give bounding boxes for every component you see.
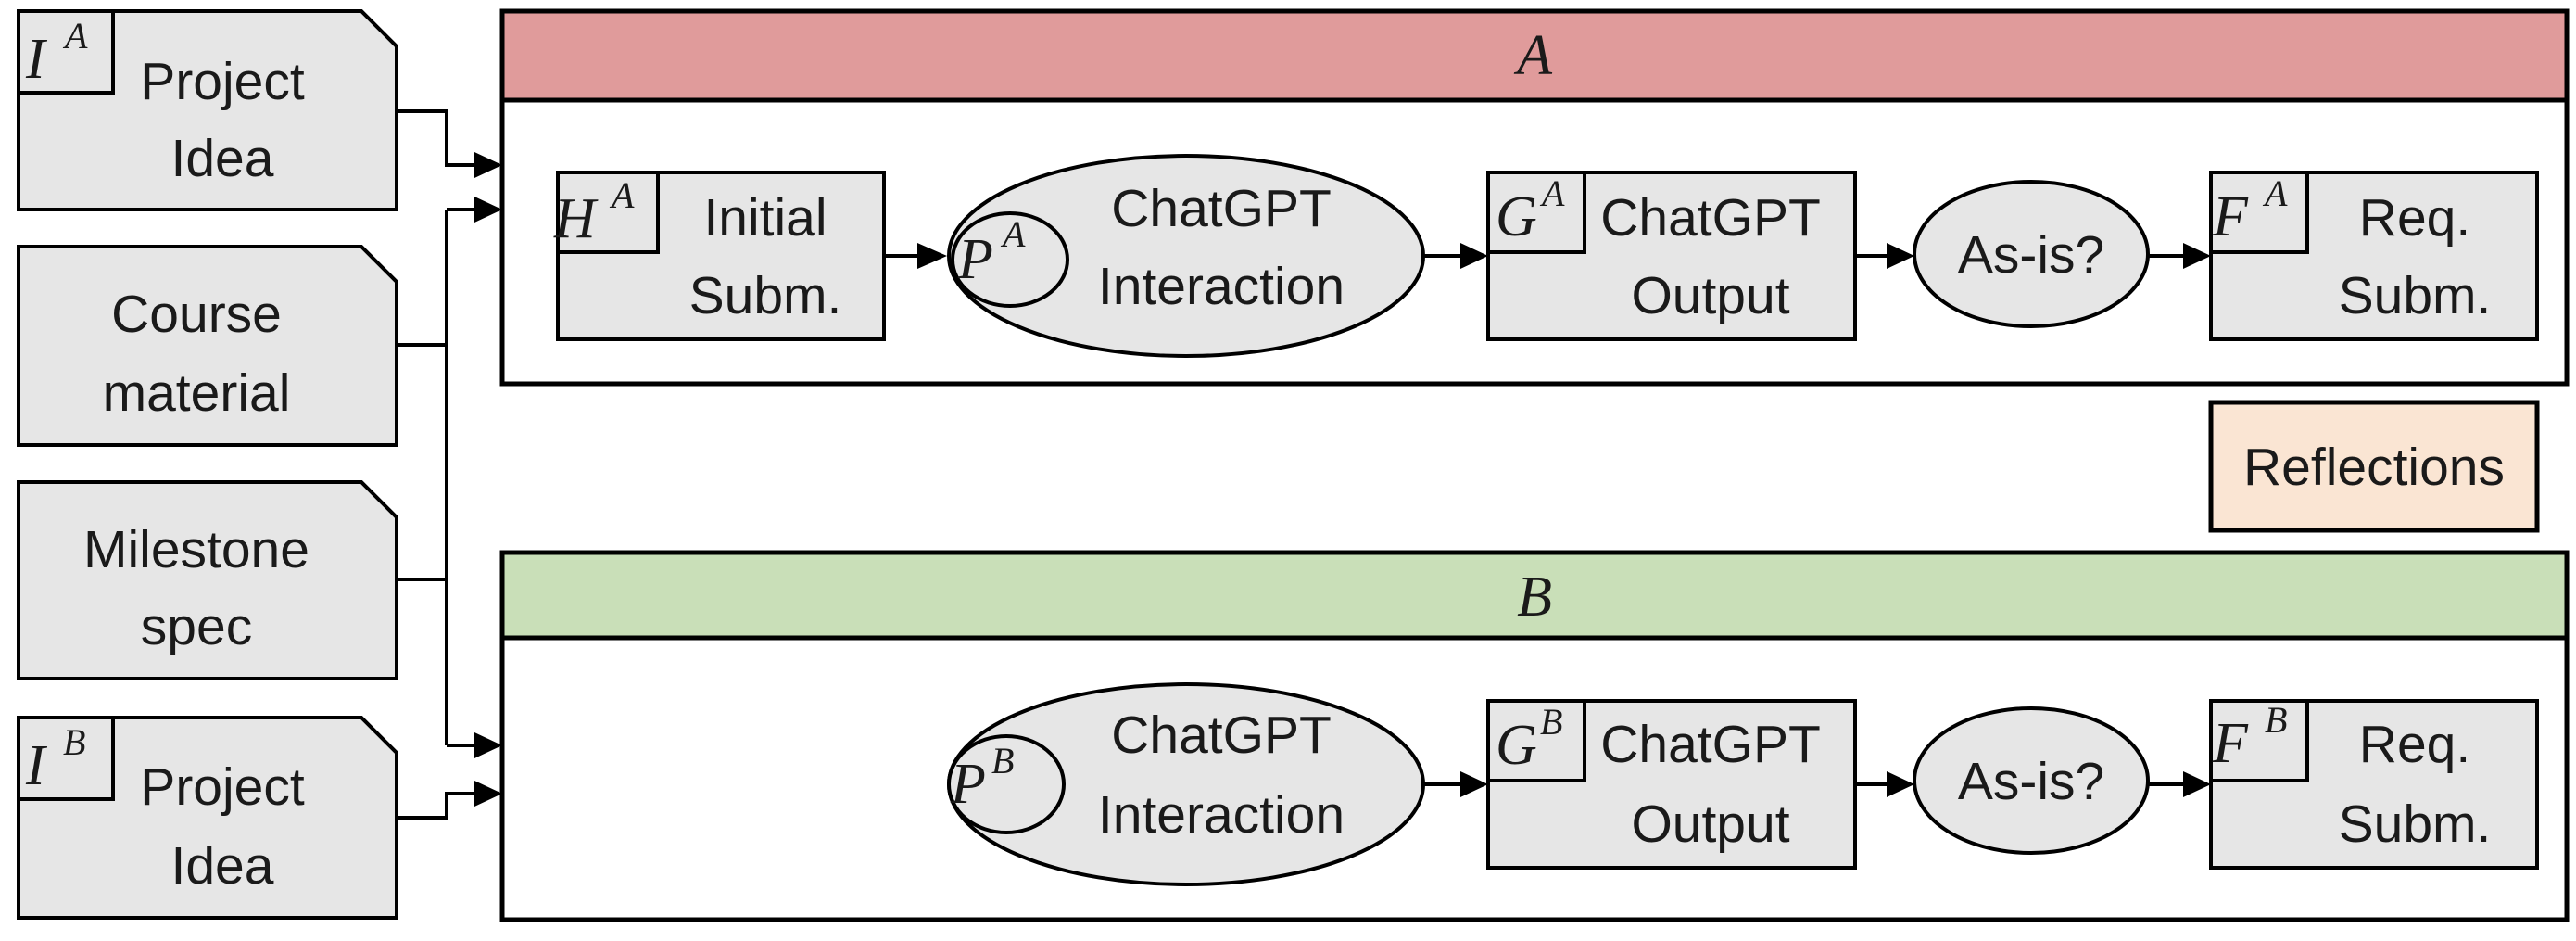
- chatgpt-output-box: G B ChatGPT Output: [1486, 699, 1857, 870]
- input-label-line1: Milestone: [83, 520, 309, 579]
- connector-line: [397, 109, 474, 167]
- group-a: A H A Initial Subm. P A ChatGPT Interact…: [499, 8, 2570, 387]
- arrowhead: [474, 781, 502, 807]
- node-label-line2: Interaction: [1098, 785, 1345, 845]
- group-b-title: B: [1517, 566, 1552, 629]
- node-label-line1: ChatGPT: [1600, 188, 1821, 248]
- node-label-line1: ChatGPT: [1600, 715, 1821, 774]
- label-tag-box: [556, 171, 660, 254]
- group-b-header: [499, 550, 2570, 641]
- decision-label: As-is?: [1958, 752, 2104, 811]
- decision-label: As-is?: [1958, 225, 2104, 285]
- math-superscript: A: [2262, 172, 2288, 214]
- arrowhead: [1460, 243, 1488, 269]
- group-b: B P B ChatGPT Interaction G B ChatGPT Ou…: [499, 550, 2570, 922]
- math-superscript: B: [1540, 701, 1562, 743]
- node-label-line2: Subm.: [2339, 795, 2492, 854]
- arrowhead: [1460, 771, 1488, 797]
- input-project-idea-a: I A Project Idea: [17, 9, 398, 211]
- math-superscript: B: [63, 721, 85, 763]
- math-symbol: F: [2212, 185, 2249, 248]
- input-label-line1: Course: [111, 285, 282, 344]
- node-label-line2: Subm.: [2339, 266, 2492, 325]
- input-milestone-spec: Milestone spec: [17, 480, 398, 680]
- final-submission-box: F B Req. Subm.: [2209, 699, 2539, 870]
- input-label-line1: Project: [140, 757, 305, 817]
- input-label-line1: Project: [140, 52, 305, 111]
- input-label-line2: Idea: [171, 836, 274, 896]
- math-superscript: B: [2265, 699, 2287, 741]
- node-label-line1: Req.: [2359, 188, 2470, 248]
- node-label-line1: Req.: [2359, 715, 2470, 774]
- arrowhead: [2183, 771, 2211, 797]
- chatgpt-interaction-ellipse: P B ChatGPT Interaction: [947, 682, 1425, 886]
- input-connectors: [397, 109, 502, 820]
- input-course-material: Course material: [17, 245, 398, 447]
- math-symbol: H: [553, 187, 599, 250]
- label-tag-box: [1486, 699, 1586, 782]
- math-superscript: A: [609, 174, 635, 216]
- arrowhead: [474, 732, 502, 758]
- node-label-line2: Output: [1631, 795, 1789, 854]
- reflections-label: Reflections: [2243, 438, 2505, 497]
- node-label-line1: ChatGPT: [1111, 179, 1332, 238]
- input-label-line2: material: [103, 363, 291, 423]
- math-superscript: A: [1539, 172, 1565, 214]
- math-superscript: A: [62, 15, 88, 57]
- math-symbol: G: [1496, 714, 1537, 777]
- arrowhead: [1887, 771, 1914, 797]
- initial-submission-box: H A Initial Subm.: [553, 171, 886, 341]
- math-symbol: P: [950, 753, 986, 816]
- input-label-line2: spec: [141, 597, 252, 656]
- math-superscript: B: [991, 740, 1014, 782]
- chatgpt-output-box: G A ChatGPT Output: [1486, 171, 1857, 341]
- arrowhead: [474, 152, 502, 178]
- label-tag-box: [1486, 171, 1586, 254]
- as-is-decision: As-is?: [1913, 180, 2150, 328]
- final-submission-box: F A Req. Subm.: [2209, 171, 2539, 341]
- prompt-circle: [947, 734, 1066, 834]
- node-label-line2: Output: [1631, 266, 1789, 325]
- arrowhead: [474, 197, 502, 223]
- label-tag-box: [2209, 699, 2309, 782]
- group-a-header: [499, 8, 2570, 103]
- input-project-idea-b: I B Project Idea: [17, 716, 398, 920]
- as-is-decision: As-is?: [1913, 706, 2150, 855]
- node-label-line1: Initial: [703, 188, 827, 248]
- math-symbol: G: [1496, 185, 1537, 248]
- prompt-circle: [951, 211, 1069, 308]
- label-tag-box: [17, 716, 115, 801]
- group-a-title: A: [1513, 24, 1553, 87]
- math-symbol: I: [25, 734, 48, 797]
- arrowhead: [2183, 243, 2211, 269]
- arrowhead: [917, 243, 947, 269]
- input-label-line2: Idea: [171, 129, 274, 188]
- node-label-line2: Subm.: [689, 266, 842, 325]
- math-superscript: A: [1000, 213, 1026, 255]
- label-tag-box: [17, 9, 115, 95]
- label-tag-box: [2209, 171, 2309, 254]
- math-symbol: F: [2212, 712, 2249, 775]
- chatgpt-interaction-ellipse: P A ChatGPT Interaction: [947, 154, 1425, 358]
- math-symbol: I: [25, 28, 48, 91]
- reflections-box: Reflections: [2208, 400, 2540, 533]
- connector-line: [397, 792, 474, 820]
- arrowhead: [1887, 243, 1914, 269]
- math-symbol: P: [957, 228, 993, 291]
- node-label-line2: Interaction: [1098, 257, 1345, 316]
- node-label-line1: ChatGPT: [1111, 706, 1332, 765]
